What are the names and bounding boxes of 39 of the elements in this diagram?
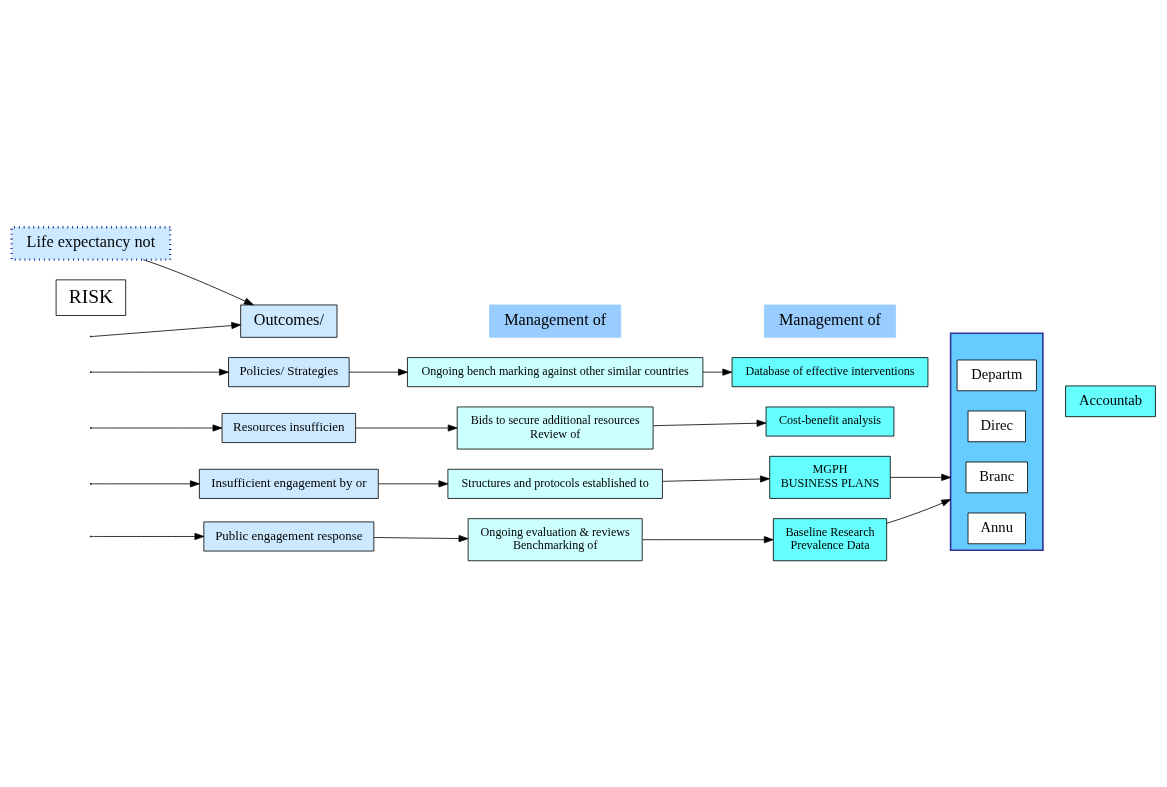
- arrow: [653, 419, 767, 427]
- node-box: Management of: [489, 304, 622, 338]
- arrow: [142, 258, 254, 305]
- node-box: Ongoing evaluation & reviews Benchmarking of: [467, 517, 643, 561]
- node-box: Departm: [956, 359, 1037, 391]
- node-box: Annu: [967, 512, 1026, 544]
- arrow: [886, 498, 952, 524]
- arrow: [91, 423, 223, 432]
- node-box: Public engagement response: [203, 521, 375, 551]
- node-box: Database of effective interventions: [731, 356, 929, 387]
- node-box: Structures and protocols established to: [447, 468, 663, 499]
- cluster: [949, 332, 1044, 551]
- arrow: [373, 534, 469, 542]
- arrow: [91, 368, 229, 376]
- node-box: Resources insufficien: [221, 412, 357, 443]
- node-box: Accountab: [1065, 385, 1156, 417]
- arrow: [378, 479, 449, 487]
- arrow: [91, 532, 205, 540]
- node-box: Ongoing bench marking against other similar countries: [407, 356, 704, 387]
- node-box: Cost-benefit analysis: [765, 406, 895, 436]
- node-box: Branc: [965, 461, 1028, 493]
- node-box: Baseline Research Prevalence Data: [772, 517, 888, 561]
- arrow: [348, 368, 408, 376]
- node-box: Insufficient engagement by or: [198, 468, 379, 499]
- arrow: [91, 479, 200, 487]
- arrow: [702, 368, 733, 376]
- node-box: MGPH BUSINESS PLANS: [769, 455, 891, 499]
- node-box: Management of: [764, 304, 896, 338]
- arrow: [91, 321, 242, 337]
- node-box: Outcomes/: [240, 304, 338, 338]
- arrow: [642, 535, 774, 543]
- node-box: Life expectancy not: [10, 225, 172, 261]
- node-box: RISK: [55, 278, 127, 316]
- arrow: [355, 423, 458, 432]
- node-box: Direc: [967, 410, 1026, 442]
- node-box: Policies/ Strategies: [228, 356, 350, 387]
- arrow: [662, 475, 770, 483]
- node-box: Bids to secure additional resources Review of: [456, 406, 654, 449]
- arrow: [890, 473, 952, 481]
